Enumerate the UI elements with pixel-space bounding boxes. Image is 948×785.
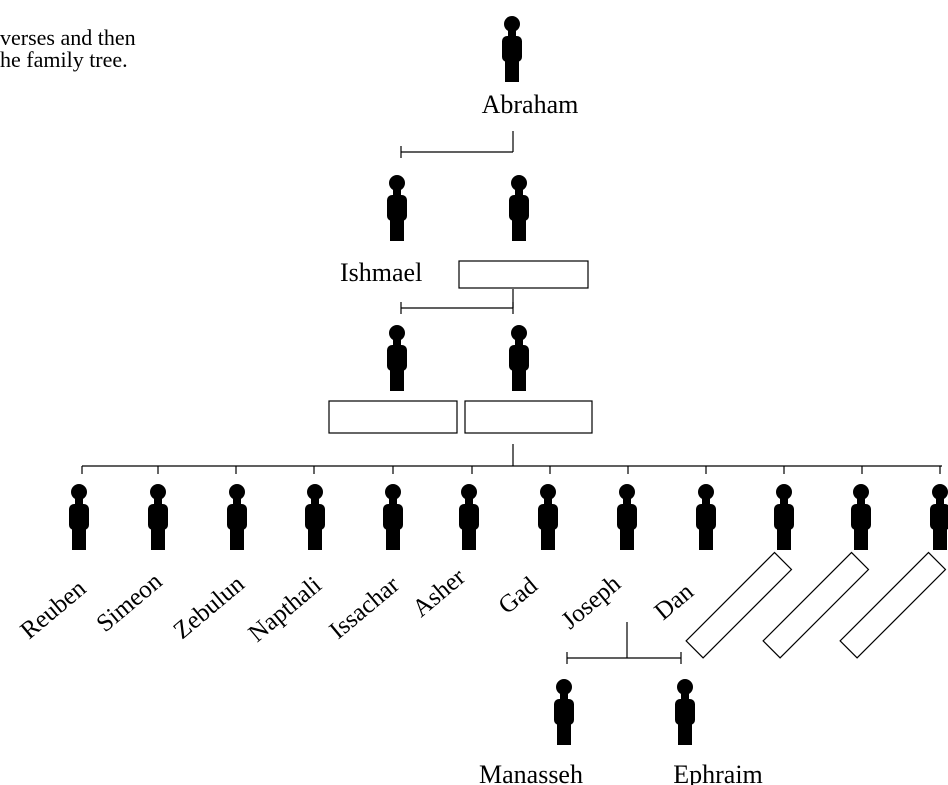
son-figure-icon (305, 484, 325, 550)
ephraim-label: Ephraim (673, 760, 763, 785)
son-figure-icon (227, 484, 247, 550)
son-figure-icon (148, 484, 168, 550)
ishmael-label: Ishmael (340, 258, 422, 287)
isaac-figure-icon (509, 175, 529, 241)
instructions-line-2: he family tree. (0, 47, 128, 72)
gen3-right-figure-icon (509, 325, 529, 391)
abraham-label: Abraham (482, 90, 579, 119)
instructions-text: verses and then he family tree. (0, 27, 260, 71)
ishmael-figure-icon (387, 175, 407, 241)
gen3-left-figure-icon (387, 325, 407, 391)
sons-figures (69, 484, 948, 550)
son-label-simeon: Simeon (92, 567, 168, 637)
son-label-zebulun: Zebulun (169, 570, 251, 645)
son-figure-icon (851, 484, 871, 550)
son-figure-icon (538, 484, 558, 550)
instructions-line-1: verses and then (0, 25, 136, 50)
son10-answer-box[interactable] (685, 551, 793, 659)
manasseh-label: Manasseh (479, 760, 583, 785)
son12-answer-box[interactable] (839, 551, 947, 659)
ephraim-figure-icon (675, 679, 695, 745)
son-figure-icon (774, 484, 794, 550)
son11-answer-box[interactable] (762, 551, 870, 659)
son-figure-icon (69, 484, 89, 550)
gen3-left-answer-box[interactable] (328, 400, 458, 434)
isaac-answer-box[interactable] (458, 260, 589, 289)
son-label-issachar: Issachar (325, 571, 406, 645)
son-label-joseph: Joseph (557, 570, 627, 635)
son-tick-marks (81, 466, 941, 474)
son-label-asher: Asher (408, 563, 472, 622)
manasseh-figure-icon (554, 679, 574, 745)
son-label-napthali: Napthali (244, 572, 327, 648)
son-label-dan: Dan (650, 578, 700, 626)
gen3-right-answer-box[interactable] (464, 400, 593, 434)
son-figure-icon (459, 484, 479, 550)
son-figure-icon (696, 484, 716, 550)
son-label-gad: Gad (494, 572, 544, 620)
son-label-reuben: Reuben (16, 575, 92, 645)
son-figure-icon (617, 484, 637, 550)
son-figure-icon (930, 484, 948, 550)
abraham-figure-icon (502, 16, 522, 82)
son-figure-icon (383, 484, 403, 550)
